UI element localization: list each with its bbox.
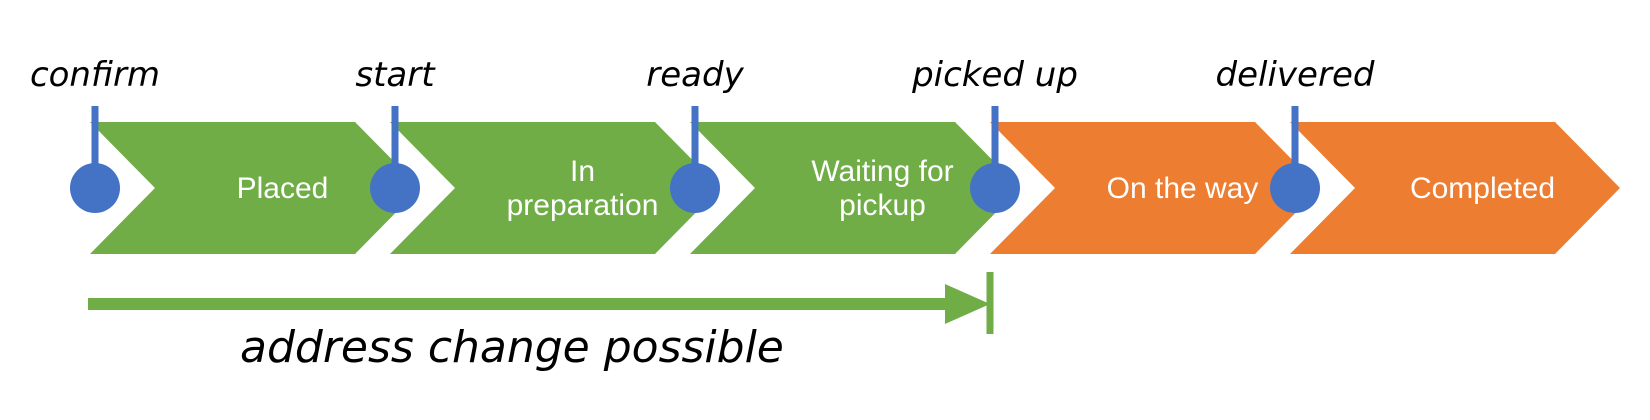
event-2: start (355, 55, 436, 213)
event-marker-dot (1270, 163, 1320, 213)
event-5: delivered (1216, 55, 1375, 213)
event-marker-dot (970, 163, 1020, 213)
stage-chevron (90, 122, 420, 254)
address-change-caption: address change possible (240, 322, 784, 373)
event-label: ready (646, 55, 744, 95)
event-4: picked up (911, 55, 1078, 213)
event-label: confirm (30, 55, 160, 95)
stage-1: Placed (90, 122, 420, 254)
stage-label: On the way (1107, 172, 1259, 205)
event-3: ready (646, 55, 745, 213)
stage-4: On the way (990, 122, 1320, 254)
events-layer: confirm start ready picked up delivered (30, 55, 1375, 213)
stage-label: In (570, 155, 595, 188)
stage-chevron (390, 122, 720, 254)
stage-label: pickup (839, 189, 926, 222)
stage-label: preparation (507, 189, 659, 222)
event-label: picked up (911, 55, 1078, 95)
event-marker-dot (670, 163, 720, 213)
stage-chevron (990, 122, 1320, 254)
event-marker-dot (70, 163, 120, 213)
event-label: delivered (1216, 55, 1375, 95)
stage-label: Waiting for (811, 155, 953, 188)
stage-label: Completed (1410, 172, 1555, 205)
event-label: start (355, 55, 436, 95)
event-1: confirm (30, 55, 160, 213)
stage-chevron (1290, 122, 1620, 254)
stage-label: Placed (237, 172, 329, 205)
stage-5: Completed (1290, 122, 1620, 254)
stage-chevron (690, 122, 1020, 254)
address-change-window: address change possible (88, 272, 994, 373)
address-change-arrowhead (945, 284, 990, 324)
event-marker-dot (370, 163, 420, 213)
